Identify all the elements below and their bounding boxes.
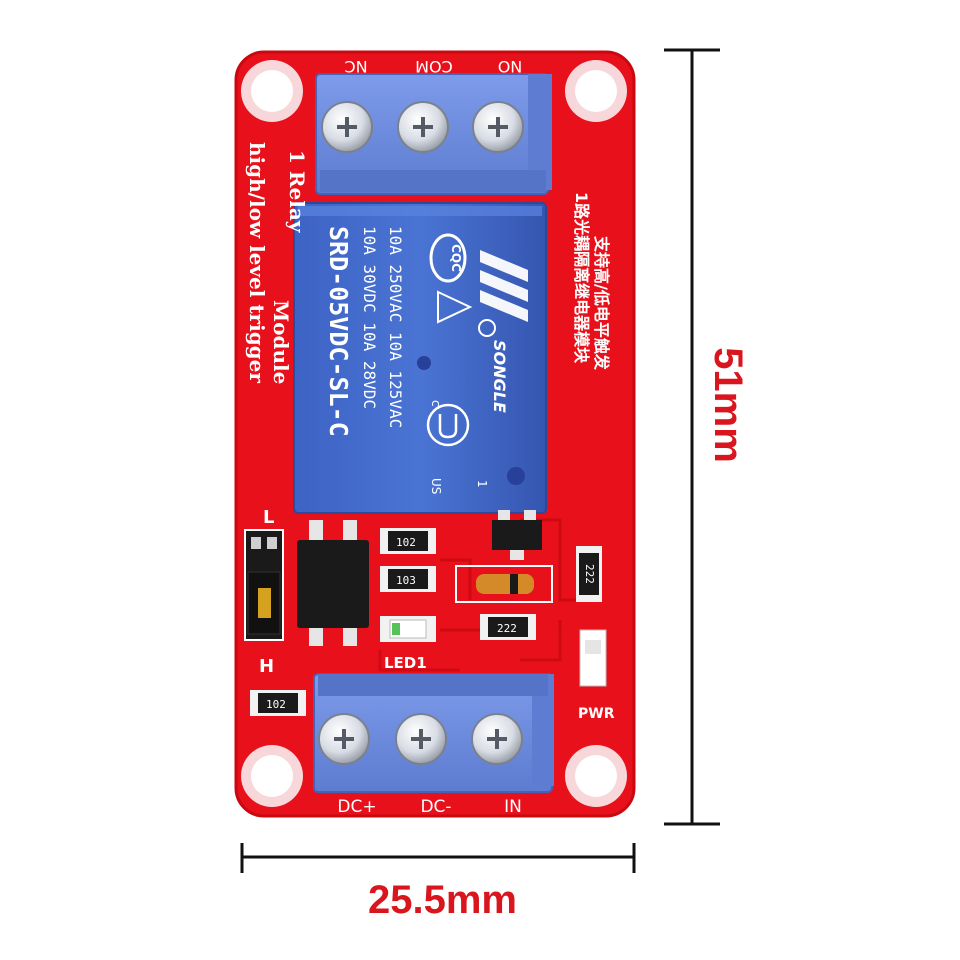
led1-label: LED1 — [384, 654, 427, 672]
relay-rating-line2: 10A 30VDC 10A 28VDC — [360, 226, 379, 409]
pwr-led — [579, 629, 607, 687]
relay-text: 10A 250VAC 10A 125VAC 10A 30VDC 10A 28VD… — [324, 226, 405, 437]
resistor-r3-code: 222 — [497, 622, 517, 635]
pwr-label: PWR — [578, 706, 615, 722]
optocoupler-chip — [297, 520, 369, 646]
resistor-r3: 222 — [480, 614, 536, 640]
width-dimension-label: 25.5mm — [368, 878, 517, 922]
jumper-cap-icon[interactable] — [247, 571, 281, 635]
smd-components: 102 103 LED1 222 — [250, 510, 615, 722]
terminal-label-dc-minus: DC- — [420, 797, 451, 817]
dimension-height — [664, 48, 720, 826]
resistor-r4: 222 — [576, 546, 602, 602]
ul-logo: 1 US c — [426, 400, 489, 494]
resistor-r1: 102 — [380, 528, 436, 554]
terminal-label-nc: NC — [344, 57, 367, 76]
chinese-line1: 1路光耦隔离继电器模块 — [572, 192, 591, 364]
resistor-r4-code: 222 — [583, 564, 596, 584]
screw-dc-plus-icon[interactable] — [318, 713, 370, 765]
ul-us: US — [429, 478, 443, 494]
board-subtitle: high/low level trigger — [245, 142, 269, 383]
mounting-hole-top-right — [565, 60, 627, 122]
diode — [455, 565, 553, 603]
terminal-label-in: IN — [504, 797, 522, 817]
terminal-label-dc-plus: DC+ — [337, 797, 376, 817]
mounting-hole-bottom-right — [565, 745, 627, 807]
jumper-label-high: H — [259, 656, 274, 677]
svg-text:c: c — [429, 400, 443, 407]
warning-triangle-icon — [437, 290, 496, 337]
jumper-area: L H — [244, 507, 284, 677]
screw-dc-minus-icon[interactable] — [395, 713, 447, 765]
transistor — [492, 510, 542, 560]
resistor-r1-code: 102 — [396, 536, 416, 549]
resistor-r2: 103 — [380, 566, 436, 592]
screw-com-icon[interactable] — [397, 101, 449, 153]
resistor-r5-code: 102 — [266, 698, 286, 711]
height-dimension-label: 51mm — [706, 347, 750, 463]
chinese-line2: 支持高/低电平触发 — [592, 235, 611, 371]
terminal-block-bottom: DC+ DC- IN — [313, 673, 554, 817]
board-silkscreen-right: 1路光耦隔离继电器模块 支持高/低电平触发 — [572, 192, 611, 371]
board-silkscreen-left: 1 Relay Module high/low level trigger — [245, 142, 309, 384]
resistor-r5: 102 — [250, 690, 306, 716]
jumper-label-low: L — [263, 507, 274, 528]
board-title-line2: Module — [269, 300, 293, 384]
dimension-width — [240, 843, 636, 873]
songle-logo — [480, 250, 528, 322]
screw-nc-icon[interactable] — [321, 101, 373, 153]
relay-model: SRD-05VDC-SL-C — [324, 226, 353, 437]
screw-in-icon[interactable] — [471, 713, 523, 765]
relay-brand: SONGLE — [490, 340, 509, 413]
relay: 10A 250VAC 10A 125VAC 10A 30VDC 10A 28VD… — [293, 202, 547, 514]
screw-no-icon[interactable] — [472, 101, 524, 153]
terminal-label-com: COM — [415, 57, 453, 76]
ul-number: 1 — [475, 480, 489, 488]
terminal-block-top: NC COM NO — [315, 57, 552, 195]
led1 — [380, 616, 436, 642]
relay-rating-line1: 10A 250VAC 10A 125VAC — [386, 226, 405, 428]
terminal-label-no: NO — [498, 57, 523, 76]
board-title-line1: 1 Relay — [285, 150, 309, 234]
resistor-r2-code: 103 — [396, 574, 416, 587]
cqc-text: CQC — [449, 244, 463, 272]
mounting-hole-top-left — [241, 60, 303, 122]
mounting-hole-bottom-left — [241, 745, 303, 807]
cqc-logo: CQC — [429, 233, 467, 283]
